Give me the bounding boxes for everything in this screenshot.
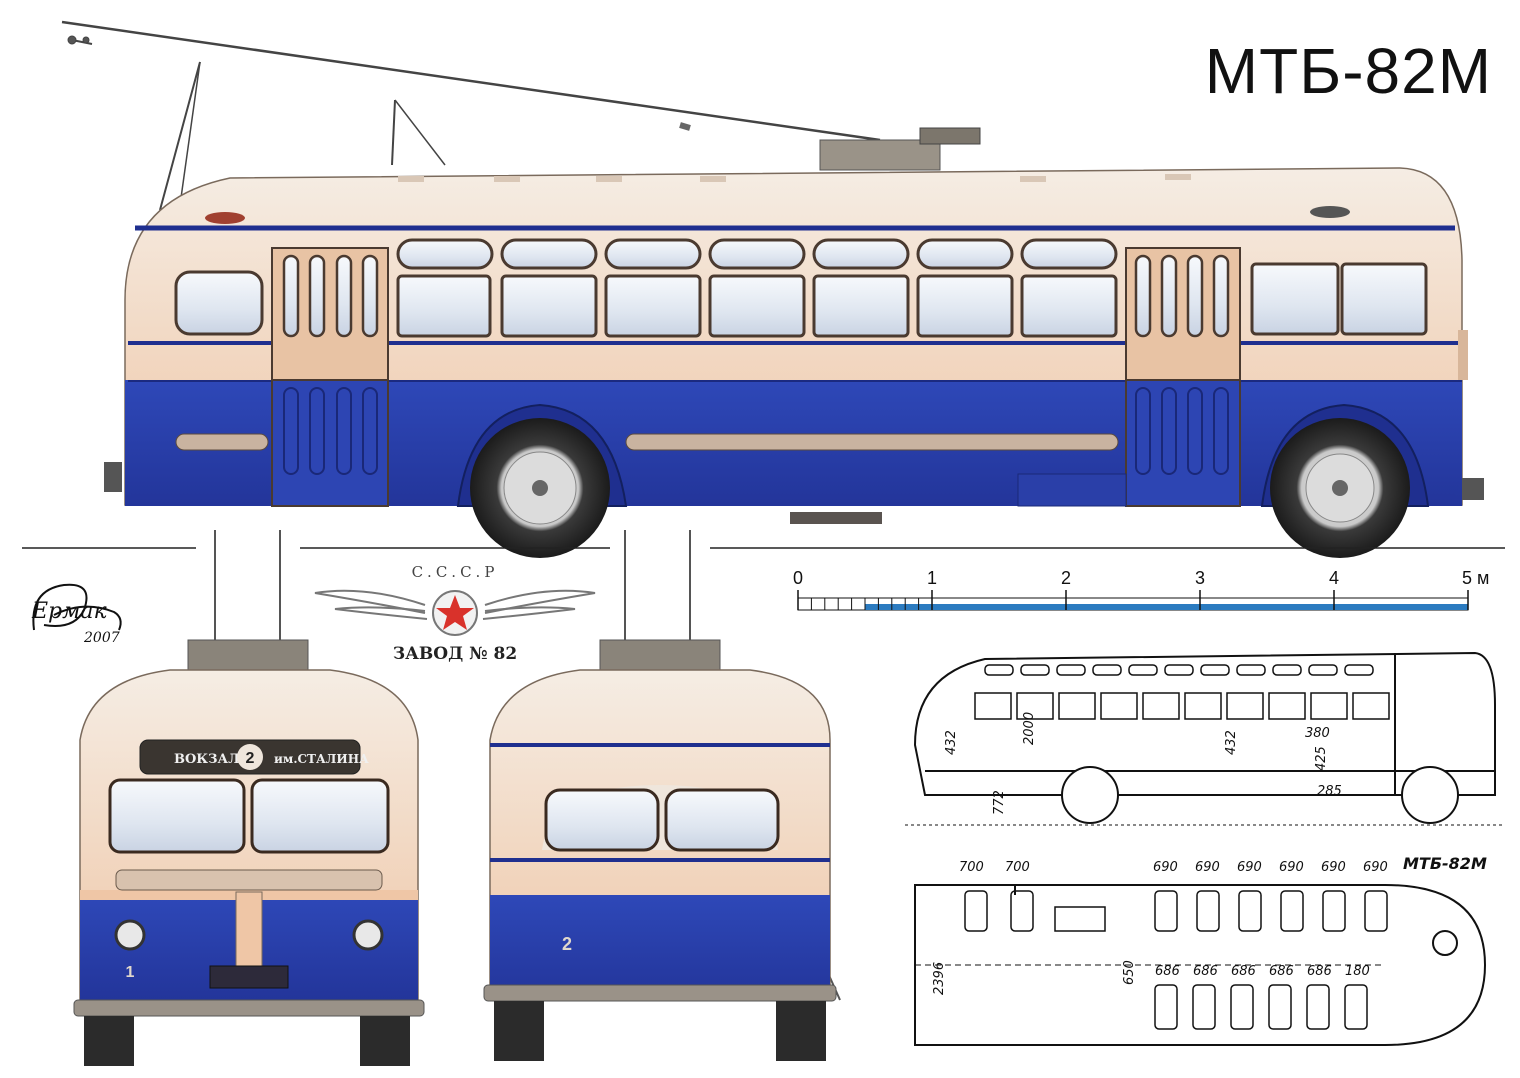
artist-signature: Ермак 2007	[31, 583, 122, 646]
plan-seat	[1306, 984, 1330, 1030]
scale-segments	[797, 590, 1469, 610]
dim-seat-pitch: 380	[1305, 726, 1330, 741]
side-section-drawing: 2000 772 432 432 380 285 425	[905, 651, 1505, 826]
plan-seat	[1238, 890, 1262, 932]
upper-windows	[396, 238, 1118, 270]
trolley-poles	[61, 20, 881, 211]
dim-seat-height: 432	[944, 730, 959, 755]
scale-segment	[1401, 604, 1468, 610]
plan-dim-label: 690	[1321, 860, 1346, 875]
front-plate-number: 1	[126, 964, 135, 981]
plan-aisle-dim: 650	[1122, 960, 1137, 985]
wings-icon	[314, 589, 596, 620]
plan-seat	[1230, 984, 1254, 1030]
plan-seat	[1154, 984, 1178, 1030]
dim-roof-height: 2000	[1022, 712, 1037, 745]
scale-segment	[1066, 604, 1133, 610]
scale-tick-label: 2	[1061, 568, 1071, 588]
scale-labels: 0 1 2 3 4 5 м	[793, 568, 1489, 588]
signature-name: Ермак	[31, 599, 107, 624]
scale-bar: 0 1 2 3 4 5 м	[793, 568, 1489, 611]
plan-seat	[1280, 890, 1304, 932]
plan-dim-label: 700	[959, 860, 984, 875]
plan-seat	[1344, 984, 1368, 1030]
plan-seat	[1268, 984, 1292, 1030]
scale-segment	[865, 604, 932, 610]
plan-bottom-dims: 686 686 686 686 686 180	[1155, 964, 1370, 979]
plan-dim-label: 686	[1155, 964, 1180, 979]
plan-dim-label: 686	[1231, 964, 1256, 979]
scale-segment	[1267, 604, 1334, 610]
scale-segment	[1133, 604, 1200, 610]
dim-seat-depth: 285	[1317, 784, 1342, 799]
plan-dim-label: 690	[1195, 860, 1220, 875]
plan-dim-label: 686	[1193, 964, 1218, 979]
plan-dim-label: 690	[1153, 860, 1178, 875]
scale-segment	[1200, 604, 1267, 610]
plan-dim-label: 690	[1279, 860, 1304, 875]
scale-segment	[932, 604, 999, 610]
wheels	[456, 403, 1430, 558]
emblem-bottom-text: ЗАВОД № 82	[393, 644, 517, 664]
plan-dim-label: 686	[1269, 964, 1294, 979]
plan-dim-label: 700	[1005, 860, 1030, 875]
scale-tick-label: 1	[927, 568, 937, 588]
plan-seat	[1154, 890, 1178, 932]
plan-seat	[1010, 890, 1034, 932]
plan-dim-label: 690	[1363, 860, 1388, 875]
scale-tick-label: 3	[1195, 568, 1205, 588]
emblem-top-text: С.С.С.Р	[412, 563, 499, 581]
plan-seat	[1192, 984, 1216, 1030]
plan-seat	[1196, 890, 1220, 932]
sheet-title: МТБ-82М	[1204, 35, 1492, 107]
rear-view: 2	[483, 530, 841, 1061]
plan-seat	[1364, 890, 1388, 932]
dim-floor-height: 772	[992, 790, 1007, 815]
scale-tick-label: 5 м	[1462, 568, 1489, 588]
steering-wheel-icon	[1432, 930, 1458, 956]
scale-segment	[999, 604, 1066, 610]
destination-left: ВОКЗАЛ	[174, 752, 240, 767]
dim-seat-back: 432	[1224, 730, 1239, 755]
plan-dim-label: 690	[1237, 860, 1262, 875]
doors	[271, 247, 1241, 507]
scale-tick-label: 0	[793, 568, 803, 588]
destination-right: им.СТАЛИНА	[274, 752, 369, 766]
plan-dim-label: 686	[1307, 964, 1332, 979]
plan-seat	[1322, 890, 1346, 932]
route-number: 2	[246, 750, 255, 767]
side-windows	[174, 262, 1428, 338]
plan-seat	[964, 890, 988, 932]
plan-model-label: МТБ-82М	[1403, 855, 1487, 873]
red-star-icon	[436, 595, 474, 630]
plan-width-dim: 2396	[932, 962, 947, 995]
plan-dim-label: 180	[1345, 964, 1370, 979]
dim-seat-small: 425	[1314, 746, 1329, 771]
rear-number: 2	[562, 934, 572, 954]
scale-tick-label: 4	[1329, 568, 1339, 588]
plan-top-left-dims: 700 700	[959, 860, 1030, 875]
scale-segment	[1334, 604, 1401, 610]
plan-luggage-box	[1054, 906, 1106, 932]
signature-year: 2007	[83, 630, 120, 646]
front-view: ВОКЗАЛ 2 им.СТАЛИНА 1	[73, 530, 425, 1066]
factory-emblem: С.С.С.Р ЗАВОД № 82	[314, 563, 596, 664]
plan-seats	[964, 890, 1388, 1030]
plan-top-right-dims: 690 690 690 690 690 690	[1153, 860, 1388, 875]
